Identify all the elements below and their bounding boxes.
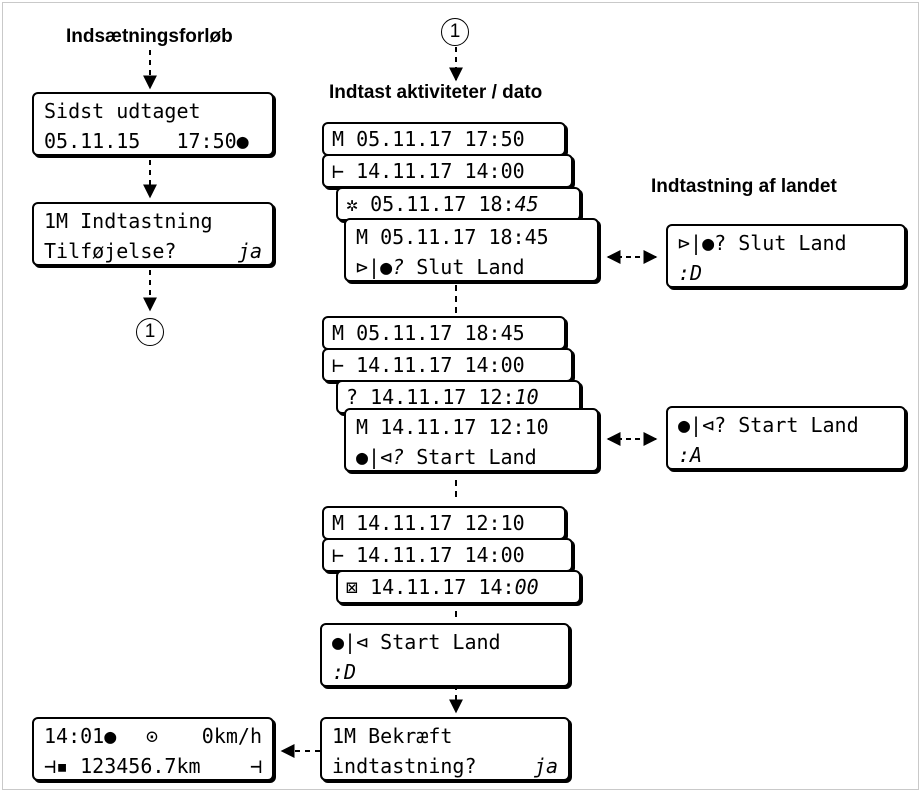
- g3-row2-text: ⊢ 14.11.17 14:00: [332, 543, 525, 567]
- connector-1-top: 1: [441, 18, 469, 46]
- g2-row1: M 05.11.17 18:45: [322, 316, 566, 350]
- g2-row4-label: Start Land: [416, 445, 537, 469]
- last-removed-label: Sidst udtaget: [44, 99, 201, 123]
- country-heading: Indtastning af landet: [651, 176, 837, 197]
- end-country-entry-title: ⊳|●? Slut Land: [678, 231, 847, 255]
- g2-row4-datetime: M 14.11.17 12:10: [356, 415, 549, 439]
- g3-row2: ⊢ 14.11.17 14:00: [322, 538, 573, 572]
- clock-icon: ⊙: [146, 724, 159, 748]
- start-country-entry-title: ●|⊲? Start Land: [678, 413, 859, 437]
- g2-row2: ⊢ 14.11.17 14:00: [322, 348, 573, 382]
- manual-entry-display: 1M Indtastning Tilføjelse? ja: [32, 202, 274, 266]
- start-country-icon: ●|⊲?: [356, 445, 405, 469]
- g2-row2-text: ⊢ 14.11.17 14:00: [332, 353, 525, 377]
- g1-row1: M 05.11.17 17:50: [322, 122, 566, 156]
- g2-start-country-display: M 14.11.17 12:10 ●|⊲? Start Land: [344, 408, 599, 472]
- g3-row1-text: M 14.11.17 12:10: [332, 511, 525, 535]
- g1-row3-text: ✲ 05.11.17 18:: [346, 192, 515, 216]
- g2-row3-text: ? 14.11.17 12:: [346, 385, 515, 409]
- manual-entry-title: 1M Indtastning: [44, 209, 213, 233]
- g2-row1-text: M 05.11.17 18:45: [332, 321, 525, 345]
- last-removed-display: Sidst udtaget 05.11.15 17:50●: [32, 92, 274, 156]
- confirm-question: indtastning?: [332, 754, 477, 778]
- addition-question: Tilføjelse?: [44, 239, 177, 263]
- standard-time: 14:01●: [44, 724, 117, 748]
- odometer-readout: ⊣▪ 123456.7km: [44, 754, 201, 778]
- g1-row2-text: ⊢ 14.11.17 14:00: [332, 159, 525, 183]
- addition-answer: ja: [237, 239, 262, 263]
- activities-heading: Indtast aktiviteter / dato: [329, 82, 543, 103]
- start-country-entry-value: :A: [678, 443, 703, 467]
- end-country-entry-display: ⊳|●? Slut Land :D: [666, 224, 906, 288]
- start-country-entry-display: ●|⊲? Start Land :A: [666, 406, 906, 470]
- confirm-answer: ja: [533, 754, 558, 778]
- activity-icon: ⊣: [249, 754, 262, 778]
- confirm-display: 1M Bekræft indtastning? ja: [320, 717, 570, 781]
- speed-readout: 0km/h: [201, 724, 262, 748]
- start-land-title: ●|⊲ Start Land: [332, 630, 501, 654]
- g1-row1-text: M 05.11.17 17:50: [332, 127, 525, 151]
- end-country-icon: ⊳|●?: [356, 255, 405, 279]
- g3-row3-text: ⊠ 14.11.17 14:: [346, 575, 515, 599]
- start-land-display: ●|⊲ Start Land :D: [320, 623, 570, 687]
- standard-display: 14:01● ⊙ 0km/h ⊣▪ 123456.7km ⊣: [32, 717, 274, 781]
- g1-row4-datetime: M 05.11.17 18:45: [356, 225, 549, 249]
- insertion-heading: Indsætningsforløb: [66, 26, 233, 47]
- g3-row3: ⊠ 14.11.17 14:00: [336, 570, 581, 604]
- g1-row4-label: Slut Land: [416, 255, 525, 279]
- end-country-entry-value: :D: [678, 261, 703, 285]
- g1-row3: ✲ 05.11.17 18:45: [336, 187, 581, 221]
- g2-row3-minutes: 10: [514, 385, 539, 409]
- last-removed-datetime: 05.11.15 17:50●: [44, 129, 249, 153]
- g1-end-country-display: M 05.11.17 18:45 ⊳|●? Slut Land: [344, 218, 599, 282]
- connector-1-left: 1: [136, 318, 164, 346]
- g1-row3-minutes: 45: [514, 192, 539, 216]
- confirm-title: 1M Bekræft: [332, 724, 453, 748]
- g3-row3-minutes: 00: [514, 575, 539, 599]
- start-land-country: :D: [332, 660, 357, 684]
- g3-row1: M 14.11.17 12:10: [322, 506, 566, 540]
- g1-row2: ⊢ 14.11.17 14:00: [322, 154, 573, 188]
